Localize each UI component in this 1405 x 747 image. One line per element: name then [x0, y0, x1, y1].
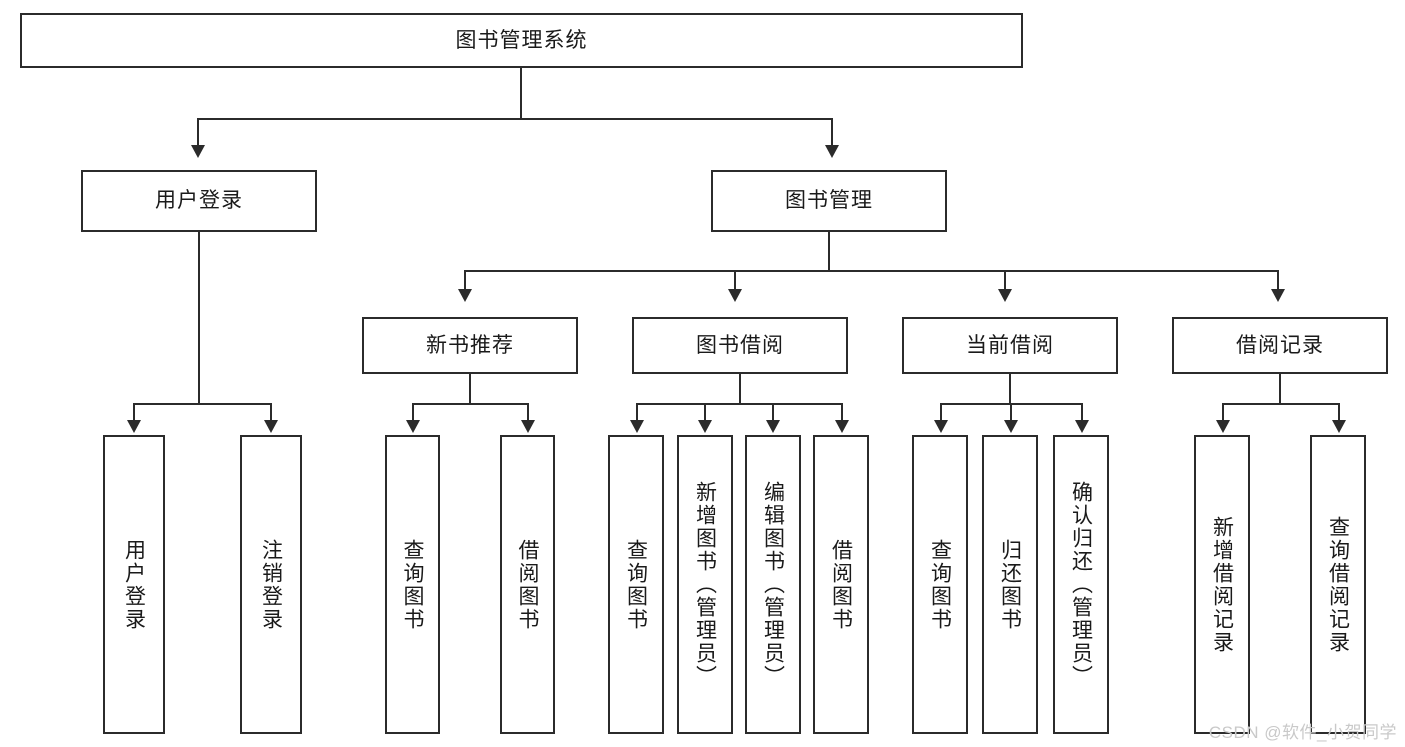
leaf-records-query-record[interactable]: 查询借阅记录 — [1310, 435, 1366, 734]
node-label: 用户登录 — [155, 189, 243, 213]
node-label: 新增图书（管理员） — [693, 481, 717, 688]
edge-user-login-to-leaf2 — [270, 403, 272, 423]
arrow-current-to-leaf3 — [1075, 420, 1089, 433]
edge-borrow-stem — [739, 374, 741, 405]
node-root-system[interactable]: 图书管理系统 — [20, 13, 1023, 68]
edge-book-mgmt-to-recommend — [464, 270, 466, 292]
node-borrow-records[interactable]: 借阅记录 — [1172, 317, 1388, 374]
leaf-borrow-borrow-book[interactable]: 借阅图书 — [813, 435, 869, 734]
edge-root-to-book-mgmt — [831, 118, 833, 148]
leaf-records-add-record[interactable]: 新增借阅记录 — [1194, 435, 1250, 734]
arrow-root-to-user-login — [191, 145, 205, 158]
edge-current-to-leaf3 — [1081, 403, 1083, 423]
node-label: 借阅图书 — [829, 538, 853, 631]
arrow-borrow-to-leaf2 — [698, 420, 712, 433]
arrow-book-mgmt-to-borrow — [728, 289, 742, 302]
node-label: 查询图书 — [624, 538, 648, 631]
node-label: 注销登录 — [259, 538, 283, 631]
arrow-recommend-to-leaf1 — [406, 420, 420, 433]
arrow-book-mgmt-to-records — [1271, 289, 1285, 302]
arrow-borrow-to-leaf3 — [766, 420, 780, 433]
arrow-current-to-leaf1 — [934, 420, 948, 433]
edge-book-mgmt-to-records — [1277, 270, 1279, 292]
node-label: 当前借阅 — [966, 333, 1054, 357]
node-current-borrow[interactable]: 当前借阅 — [902, 317, 1118, 374]
arrow-user-login-to-leaf1 — [127, 420, 141, 433]
node-label: 编辑图书（管理员） — [761, 481, 785, 688]
edge-root-stem — [520, 68, 522, 120]
node-label: 图书管理 — [785, 189, 873, 213]
edge-recommend-to-leaf1 — [412, 403, 414, 423]
leaf-borrow-query-book[interactable]: 查询图书 — [608, 435, 664, 734]
node-label: 借阅图书 — [516, 538, 539, 631]
edge-current-to-leaf1 — [940, 403, 942, 423]
node-label: 查询图书 — [928, 538, 952, 631]
edge-recommend-stem — [469, 374, 471, 405]
edge-records-bus — [1222, 403, 1338, 405]
arrow-records-to-leaf2 — [1332, 420, 1346, 433]
arrow-user-login-to-leaf2 — [264, 420, 278, 433]
edge-borrow-to-leaf1 — [636, 403, 638, 423]
arrow-root-to-book-mgmt — [825, 145, 839, 158]
edge-records-to-leaf1 — [1222, 403, 1224, 423]
arrow-recommend-to-leaf2 — [521, 420, 535, 433]
edge-root-to-user-login — [197, 118, 199, 148]
arrow-book-mgmt-to-current — [998, 289, 1012, 302]
edge-records-to-leaf2 — [1338, 403, 1340, 423]
leaf-recommend-query-book[interactable]: 查询图书 — [385, 435, 440, 734]
arrow-records-to-leaf1 — [1216, 420, 1230, 433]
edge-book-mgmt-bus — [464, 270, 1279, 272]
leaf-current-confirm-return-admin[interactable]: 确认归还（管理员） — [1053, 435, 1109, 734]
arrow-borrow-to-leaf4 — [835, 420, 849, 433]
edge-root-bus — [197, 118, 833, 120]
node-label: 查询图书 — [401, 538, 424, 631]
node-book-borrow[interactable]: 图书借阅 — [632, 317, 848, 374]
edge-book-mgmt-to-borrow — [734, 270, 736, 292]
edge-book-mgmt-stem — [828, 232, 830, 272]
arrow-book-mgmt-to-recommend — [458, 289, 472, 302]
node-label: 查询借阅记录 — [1326, 515, 1350, 654]
edge-borrow-bus — [636, 403, 841, 405]
leaf-user-login-login[interactable]: 用户登录 — [103, 435, 165, 734]
edge-current-stem — [1009, 374, 1011, 405]
edge-user-login-to-leaf1 — [133, 403, 135, 423]
edge-recommend-bus — [412, 403, 527, 405]
leaf-borrow-edit-book-admin[interactable]: 编辑图书（管理员） — [745, 435, 801, 734]
leaf-recommend-borrow-book[interactable]: 借阅图书 — [500, 435, 555, 734]
edge-borrow-to-leaf2 — [704, 403, 706, 423]
leaf-user-login-logout[interactable]: 注销登录 — [240, 435, 302, 734]
edge-borrow-to-leaf3 — [772, 403, 774, 423]
edge-current-to-leaf2 — [1010, 403, 1012, 423]
node-user-login[interactable]: 用户登录 — [81, 170, 317, 232]
node-book-management[interactable]: 图书管理 — [711, 170, 947, 232]
edge-book-mgmt-to-current — [1004, 270, 1006, 292]
node-new-book-recommend[interactable]: 新书推荐 — [362, 317, 578, 374]
edge-user-login-bus — [133, 403, 270, 405]
arrow-borrow-to-leaf1 — [630, 420, 644, 433]
edge-borrow-to-leaf4 — [841, 403, 843, 423]
node-label: 图书管理系统 — [455, 28, 588, 52]
node-label: 新增借阅记录 — [1210, 515, 1234, 654]
leaf-current-query-book[interactable]: 查询图书 — [912, 435, 968, 734]
node-label: 借阅记录 — [1236, 333, 1324, 357]
node-label: 确认归还（管理员） — [1069, 481, 1093, 688]
node-label: 用户登录 — [122, 538, 146, 631]
node-label: 新书推荐 — [426, 333, 514, 357]
node-label: 图书借阅 — [696, 333, 784, 357]
edge-recommend-to-leaf2 — [527, 403, 529, 423]
node-label: 归还图书 — [998, 538, 1022, 631]
edge-user-login-stem — [198, 232, 200, 405]
leaf-current-return-book[interactable]: 归还图书 — [982, 435, 1038, 734]
arrow-current-to-leaf2 — [1004, 420, 1018, 433]
leaf-borrow-add-book-admin[interactable]: 新增图书（管理员） — [677, 435, 733, 734]
edge-records-stem — [1279, 374, 1281, 405]
